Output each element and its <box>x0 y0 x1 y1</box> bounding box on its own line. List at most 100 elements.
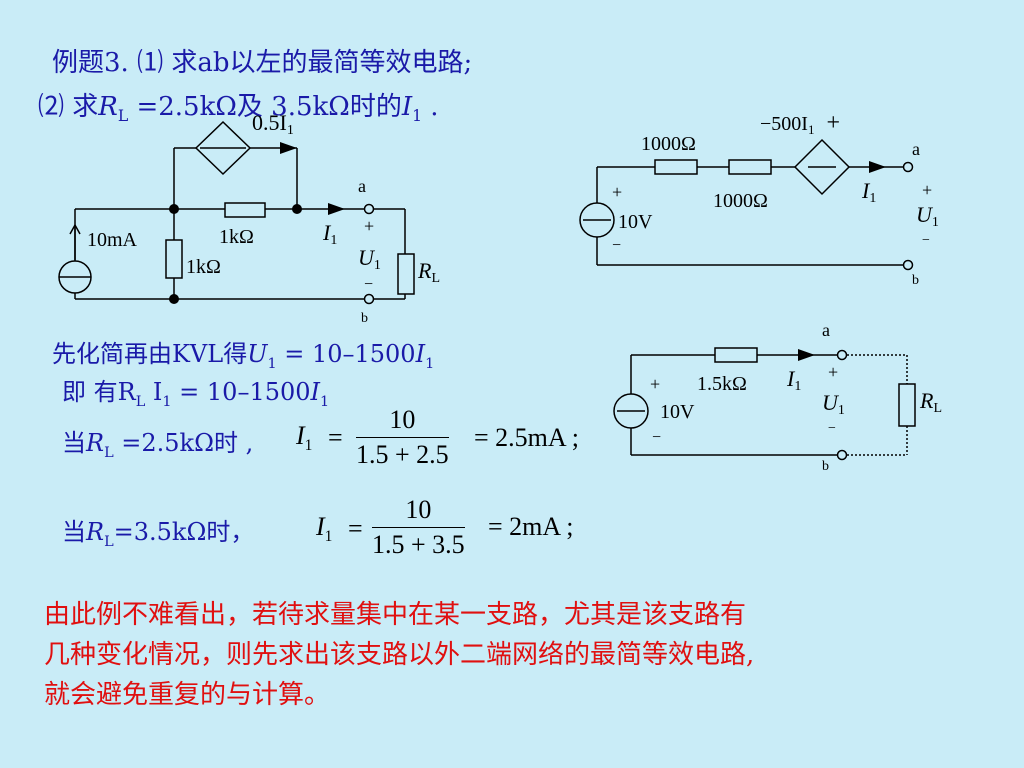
circuit1-node-dot-left <box>169 204 179 214</box>
case2-numerator: 10 <box>372 495 465 528</box>
circuit1-terminal-b <box>363 293 375 305</box>
kvl-prefix: 先化简再由KVL得 <box>52 340 248 368</box>
case1-fraction: 10 1.5 + 2.5 <box>356 405 449 470</box>
c3-r-label: 1.5kΩ <box>697 373 747 395</box>
c2-current-label: I1 <box>861 178 876 206</box>
case2-denominator: 1.5 + 3.5 <box>372 530 465 559</box>
case2-line: 当RL=3.5kΩ时， <box>62 512 254 550</box>
case1-line: 当RL =2.5kΩ时 , <box>62 423 253 461</box>
case2-val: =3.5kΩ时， <box>113 518 255 546</box>
c2-r1-label: 1000Ω <box>641 133 696 155</box>
conclusion-line-1: 由此例不难看出，若待求量集中在某一支路，尤其是该支路有 <box>44 600 747 630</box>
c1-shunt-r-label: 1kΩ <box>186 256 221 278</box>
case2-lhs-i: I <box>316 512 325 541</box>
circuit1-load-resistor <box>397 253 415 295</box>
ji-eq: = 10–1500 <box>171 378 311 406</box>
kvl-line: 先化简再由KVL得U1 = 10–1500I1 <box>52 334 434 372</box>
c3-node-a: a <box>822 320 830 340</box>
circuit3-terminal-b <box>836 449 848 461</box>
c3-load-label: RL <box>919 388 942 416</box>
kvl-u-sub: 1 <box>267 355 277 372</box>
case1-numerator: 10 <box>356 405 449 438</box>
ji-i: I <box>310 378 320 406</box>
c1-load-label: RL <box>417 258 440 286</box>
c1-node-b: b <box>361 311 368 326</box>
c3-plus: + <box>650 374 660 394</box>
case1-val: =2.5kΩ时 , <box>113 429 254 457</box>
circuit1-node-dot-right <box>292 204 302 214</box>
case2-r-sub: L <box>104 533 114 550</box>
case2-lhs: I1 <box>316 512 332 546</box>
c1-plus: + <box>364 216 374 236</box>
circuit3-terminal-a <box>836 349 848 361</box>
circuit2-current-arrow-icon <box>869 161 886 173</box>
case1-lhs: I1 <box>296 421 312 455</box>
circuit2-resistor-2 <box>728 159 772 175</box>
c2-r2-label: 1000Ω <box>713 190 768 212</box>
case2-eq-sign: = <box>348 514 363 543</box>
subtitle-end: . <box>422 92 439 122</box>
ji-i-sub: 1 <box>320 393 330 410</box>
c1-node-a: a <box>358 176 366 196</box>
subtitle-sub-1: 1 <box>412 107 423 126</box>
case1-result: = 2.5mA ; <box>474 423 579 452</box>
kvl-eq: = 10–1500 <box>276 340 416 368</box>
case2-prefix: 当 <box>62 518 86 546</box>
c2-node-a: a <box>912 139 920 159</box>
case1-r: R <box>86 429 105 457</box>
ji-sub-l: L <box>135 393 146 410</box>
circuit1-terminal-a <box>363 203 375 215</box>
circuit3-load-resistor <box>898 383 916 427</box>
c2-plus: + <box>612 182 622 202</box>
c3-voltage-label: U1 <box>822 390 845 418</box>
conclusion-line-3: 就会避免重复的与计算。 <box>44 680 331 710</box>
c3-node-b: b <box>822 459 829 474</box>
circuit2-wires <box>596 166 904 266</box>
ji-line: 即 有RL I1 = 10–1500I1 <box>62 372 329 410</box>
case1-eq-sign: = <box>328 423 343 452</box>
case1-lhs-sub: 1 <box>304 437 313 455</box>
c2-u-plus: + <box>922 180 932 200</box>
circuit1-dep-arrow-icon <box>280 142 297 154</box>
c3-minus: − <box>652 429 661 446</box>
subtitle-mid: =2.5kΩ及 3.5kΩ时的 <box>128 92 402 122</box>
circuit1-series-resistor <box>224 202 266 218</box>
c3-source-label: 10V <box>660 401 695 423</box>
case1-denominator: 1.5 + 2.5 <box>356 440 449 469</box>
c1-dep-label: 0.5I1 <box>252 110 294 138</box>
c1-source-label: 10mA <box>87 229 138 251</box>
circuit1-wires <box>74 147 406 300</box>
kvl-u: U <box>247 340 268 368</box>
problem-title: 例题3. ⑴ 求ab以左的最简等效电路; <box>52 48 473 78</box>
c2-voltage-label: U1 <box>916 202 939 230</box>
case1-prefix: 当 <box>62 429 86 457</box>
circuit2-terminal-a <box>902 161 914 173</box>
ji-mid: I <box>145 378 163 406</box>
circuit1-shunt-resistor <box>165 239 183 279</box>
circuit2-terminal-b <box>902 259 914 271</box>
ji-sub-1: 1 <box>162 393 172 410</box>
circuit1-current-arrow-icon <box>328 203 345 215</box>
subtitle-sub-l: L <box>117 107 129 126</box>
c1-current-label: I1 <box>322 220 337 248</box>
c3-u-minus: − <box>828 421 836 436</box>
subtitle-var-i: I <box>401 92 413 122</box>
c1-series-r-label: 1kΩ <box>219 226 254 248</box>
subtitle-var-r: R <box>98 92 118 122</box>
conclusion-line-2: 几种变化情况，则先求出该支路以外二端网络的最简等效电路, <box>44 640 755 670</box>
c1-voltage-label: U1 <box>358 245 381 273</box>
circuit3-wires <box>630 354 838 456</box>
subtitle-prefix: ⑵ 求 <box>38 92 99 122</box>
circuit1-node-dot-bottom <box>169 294 179 304</box>
c2-u-minus: − <box>922 233 930 248</box>
case2-r: R <box>86 518 105 546</box>
case1-lhs-i: I <box>296 421 305 450</box>
c2-minus: − <box>612 237 621 254</box>
case1-r-sub: L <box>104 444 114 461</box>
c2-source-label: 10V <box>618 211 653 233</box>
c3-u-plus: + <box>828 362 838 382</box>
case2-result: = 2mA ; <box>488 512 574 541</box>
circuit3-dashed-load-wires <box>847 354 908 456</box>
